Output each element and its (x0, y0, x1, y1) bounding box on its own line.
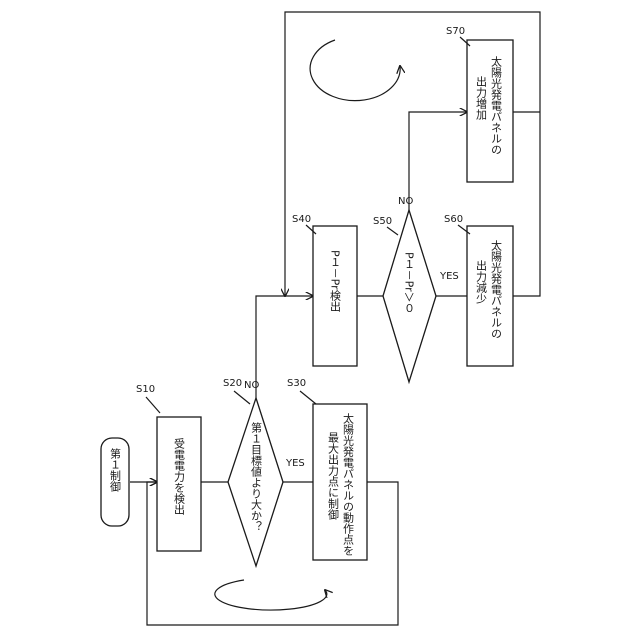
step-s30: 太陽光発電パネルの動作点を 最大出力点に制御 S30 (287, 378, 367, 560)
step-s70: 太陽光発電パネルの 出力増加 S70 (446, 26, 513, 182)
s50-no: NO (398, 196, 413, 207)
s10-text: 受電電力を検出 (173, 438, 186, 515)
step-s10: 受電電力を検出 S10 (136, 384, 201, 551)
s50-yes: YES (439, 271, 459, 282)
s30-label: S30 (287, 378, 306, 389)
s60-label: S60 (444, 214, 463, 225)
s20-no: NO (244, 380, 259, 391)
s20-label: S20 (223, 378, 242, 389)
s10-label: S10 (136, 384, 155, 395)
s70-text-1: 太陽光発電パネルの (490, 56, 503, 155)
start-label: 第１制御 (109, 447, 122, 492)
s70-label: S70 (446, 26, 465, 37)
step-s40: P１－Pr検出 S40 (292, 214, 357, 366)
s60-text-2: 出力減少 (475, 259, 488, 304)
lower-loop-indicator (215, 580, 327, 610)
s60-text-1: 太陽光発電パネルの (490, 240, 503, 339)
step-s60: 太陽光発電パネルの 出力減少 S60 (444, 214, 513, 366)
s70-text-2: 出力増加 (475, 75, 488, 121)
step-s20: 第１目標値より大か？ S20 NO YES (223, 378, 305, 566)
s40-label: S40 (292, 214, 311, 225)
s30-text-1: 太陽光発電パネルの動作点を (342, 413, 355, 556)
start-node: 第１制御 (101, 438, 129, 526)
s50-text: P１－Pr＞０ (403, 252, 416, 314)
s30-text-2: 最大出力点に制御 (327, 432, 340, 520)
s20-text: 第１目標値より大か？ (250, 421, 263, 532)
s20-yes: YES (285, 458, 305, 469)
s40-text: P１－Pr検出 (329, 250, 342, 312)
s50-label: S50 (373, 216, 392, 227)
upper-loop-indicator (310, 40, 400, 101)
